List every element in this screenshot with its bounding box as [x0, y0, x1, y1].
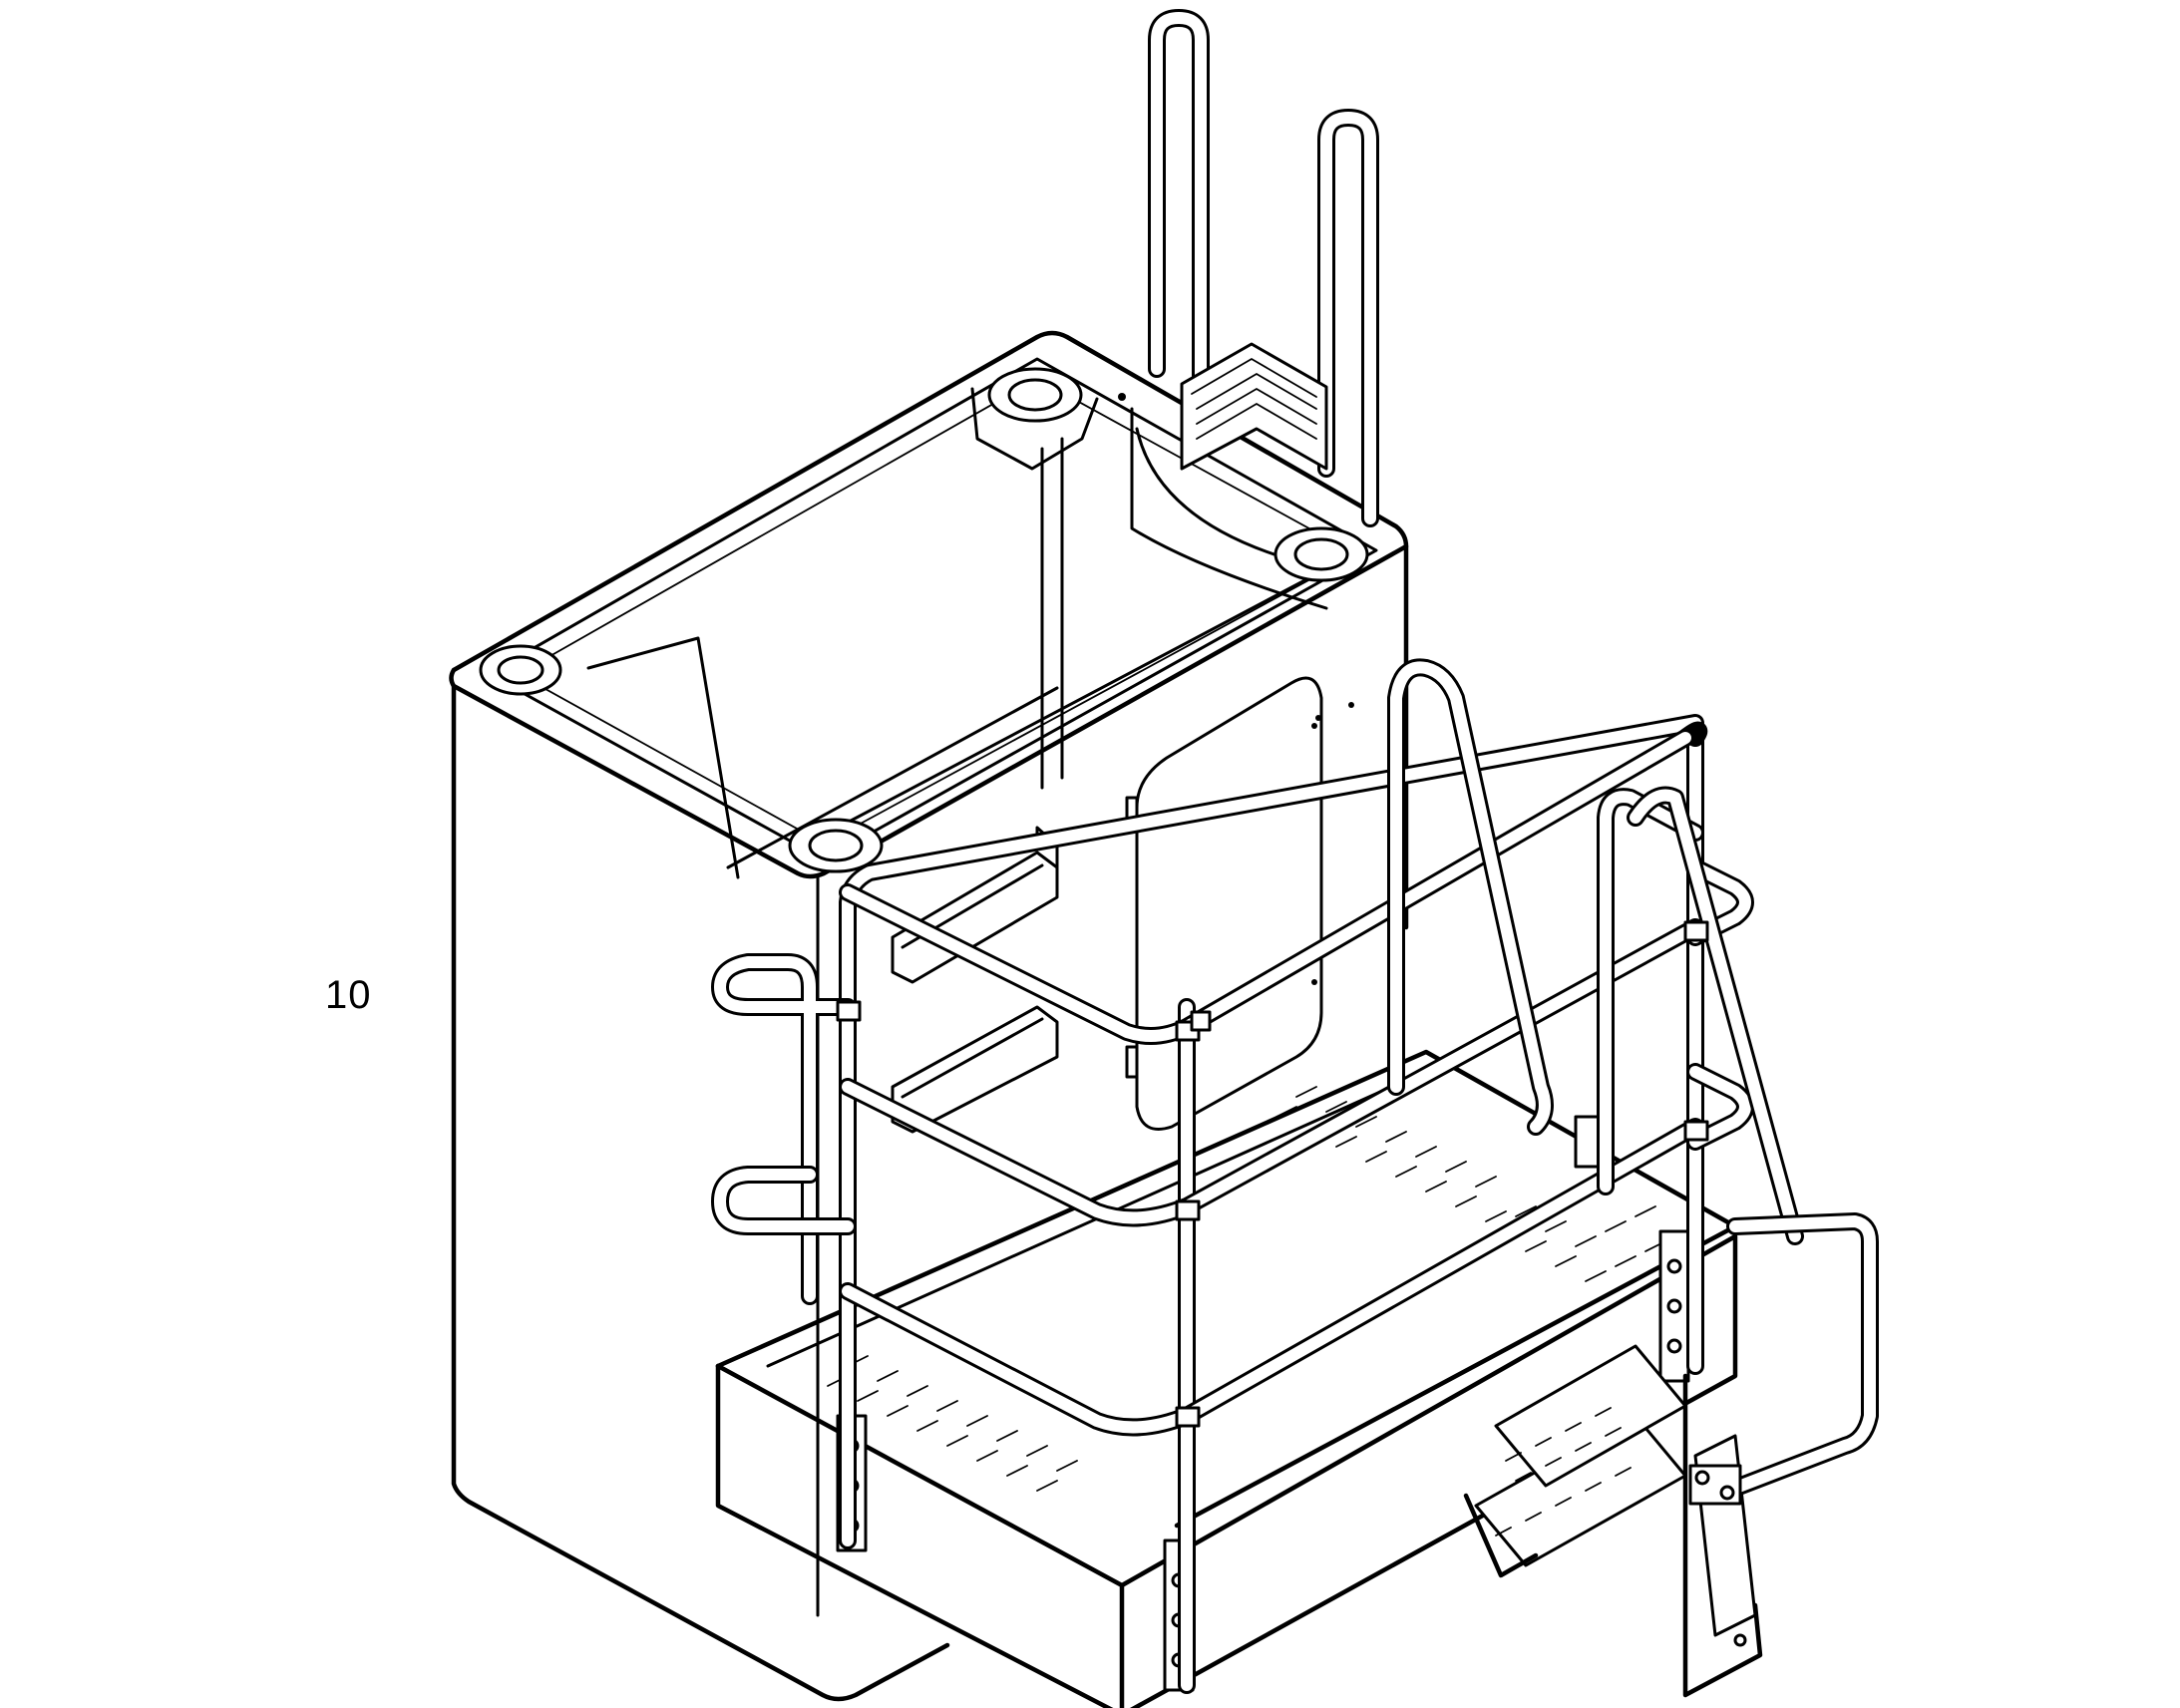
part-callout-label: 10 — [325, 973, 372, 1017]
corner-mount-front — [788, 818, 884, 873]
platform-guard-rails — [711, 658, 1804, 1694]
corner-mount-right — [1273, 526, 1369, 582]
deck-perforations — [827, 1086, 1666, 1492]
side-stair — [1463, 1212, 1879, 1698]
access-door — [1125, 676, 1323, 1131]
rear-ladder — [1148, 9, 1379, 527]
corner-mount-front-left — [479, 644, 562, 696]
cabinet-body — [449, 330, 1409, 1702]
corner-mount-back — [970, 367, 1099, 471]
